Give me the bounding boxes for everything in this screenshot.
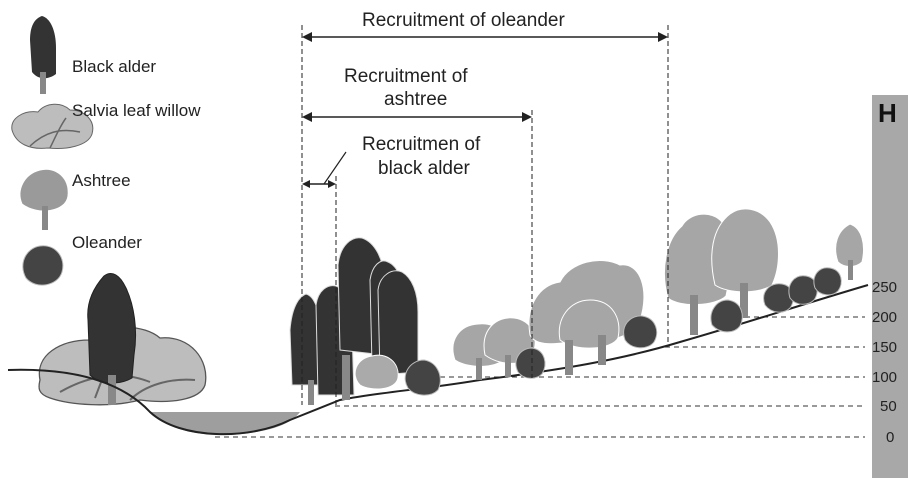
legend-label: Ashtree [72, 171, 131, 190]
ashtree-right-group [664, 208, 864, 335]
oleander-row-right [710, 267, 842, 333]
ashtree-icon [19, 168, 69, 212]
ashtree-range-label-2: ashtree [384, 89, 447, 110]
ashtree-range-label-1: Recruitment of [344, 66, 468, 87]
height-axis-bar [872, 95, 908, 478]
left-bank-trees [38, 273, 207, 406]
oleander-near-alder [404, 359, 441, 396]
black-alder-cluster [289, 237, 419, 405]
tick-250: 250 [872, 279, 897, 296]
river-water [150, 412, 300, 436]
ashtree-small-near-alder [354, 354, 399, 390]
tick-50: 50 [880, 398, 897, 415]
tick-0: 0 [886, 429, 894, 446]
legend: Black alder Salvia leaf willow Ashtree O… [11, 16, 201, 286]
legend-item-black-alder: Black alder [30, 16, 156, 94]
arrow-heads [302, 32, 668, 188]
oleander-icon [22, 245, 64, 286]
tick-200: 200 [872, 309, 897, 326]
alder-range-label-1: Recruitmen of [362, 134, 481, 155]
legend-item-oleander: Oleander [22, 233, 142, 286]
oleander-right-1 [623, 315, 658, 349]
ashtree-large-group [528, 260, 645, 375]
legend-item-ashtree: Ashtree [19, 168, 131, 230]
ground-profile [7, 284, 869, 436]
black-alder-icon [30, 16, 56, 79]
black-alder-left [87, 273, 137, 384]
height-ticks: 250 200 150 100 50 0 [872, 279, 897, 446]
salvia-leaf-willow-icon [11, 103, 94, 149]
level-lines [215, 316, 865, 438]
legend-item-salvia-leaf-willow: Salvia leaf willow [11, 101, 201, 149]
legend-label: Black alder [72, 57, 156, 76]
legend-label: Oleander [72, 233, 142, 252]
range-markers [301, 25, 669, 406]
oleander-middle [515, 347, 546, 379]
tick-150: 150 [872, 339, 897, 356]
height-axis-title: H [878, 98, 897, 128]
legend-label: Salvia leaf willow [72, 101, 201, 120]
tick-100: 100 [872, 369, 897, 386]
oleander-range-label: Recruitment of oleander [362, 10, 565, 31]
alder-range-label-2: black alder [378, 158, 471, 179]
